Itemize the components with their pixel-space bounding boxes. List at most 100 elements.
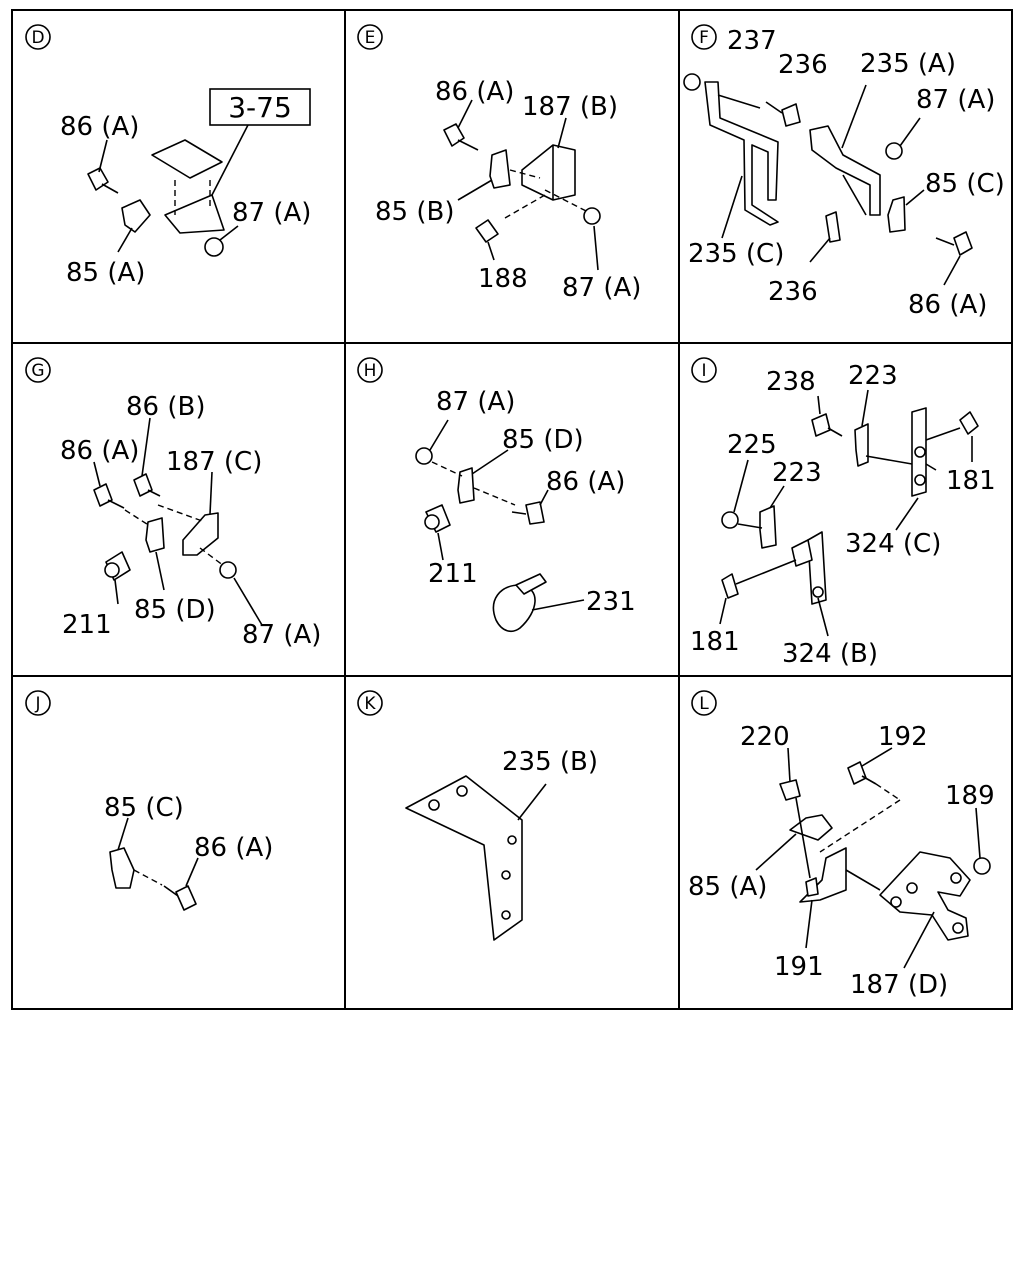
bolt-icon (175, 885, 197, 911)
label: 87 (A) (916, 85, 995, 115)
angle-bracket (182, 512, 219, 556)
panel-d-letter-circle (25, 24, 51, 50)
nut-icon (219, 561, 237, 579)
label: 87 (A) (562, 273, 641, 303)
label: 86 (A) (908, 290, 987, 320)
label: 87 (A) (242, 620, 321, 650)
clip-icon (145, 517, 165, 553)
bracket (151, 139, 223, 179)
clip-icon (887, 196, 906, 233)
label: 86 (A) (60, 112, 139, 142)
label: 87 (A) (232, 198, 311, 228)
angle-bracket (405, 775, 523, 941)
label: 187 (B) (522, 92, 618, 122)
label: 85 (D) (134, 595, 216, 625)
label: 187 (D) (850, 970, 948, 1000)
nut-icon (204, 237, 224, 257)
clip-icon (109, 847, 135, 889)
label: 181 (946, 466, 996, 496)
panel-d-ref-box (209, 88, 311, 126)
label: 236 (778, 50, 828, 80)
label: 85 (B) (375, 197, 454, 227)
long-bracket (704, 81, 779, 226)
plate (807, 531, 827, 605)
label: 187 (C) (166, 447, 262, 477)
label: 86 (A) (435, 77, 514, 107)
panel-g: G 86 (B) 86 (A) 187 (C) 211 85 (D) 87 (A… (25, 357, 321, 650)
nut-icon (885, 142, 903, 160)
panel-f: F 237 236 235 (A) 87 (A) 85 (C) 235 (C) … (683, 24, 1005, 320)
label: 211 (428, 559, 478, 589)
panel-j-letter: J (34, 694, 40, 714)
panel-i-letter: I (701, 361, 706, 381)
panel-d-ref-text: 3-75 (228, 91, 292, 124)
panel-l: L 220 192 189 85 (A) 191 187 (D) (688, 690, 995, 1000)
nut-icon (973, 857, 991, 875)
label: 236 (768, 277, 818, 307)
nut-icon (415, 447, 433, 465)
label: 191 (774, 952, 824, 982)
label: 223 (848, 361, 898, 391)
clip-icon (789, 814, 833, 841)
bolt-icon (525, 501, 545, 525)
panel-k-letter: K (364, 694, 376, 714)
label: 85 (A) (688, 872, 767, 902)
panel-f-letter: F (699, 28, 709, 48)
panel-g-letter: G (31, 361, 44, 381)
label: 85 (C) (925, 169, 1005, 199)
panel-e-letter: E (365, 28, 376, 48)
grid-frame (11, 9, 1013, 1010)
label: 220 (740, 722, 790, 752)
label: 181 (690, 627, 740, 657)
clip-icon (854, 423, 869, 467)
nut-icon (583, 207, 601, 225)
label: 237 (727, 26, 777, 56)
clip-icon (759, 505, 777, 549)
panel-i: I 238 223 181 (690, 357, 996, 669)
bolt-icon (811, 413, 831, 437)
panel-j: J 85 (C) 86 (A) (25, 690, 273, 911)
label: 235 (A) (860, 49, 956, 79)
bolt-icon (721, 573, 739, 599)
panel-d-letter: D (31, 28, 44, 48)
label: 223 (772, 458, 822, 488)
bracket-lower (164, 194, 225, 234)
bolt-icon (475, 219, 499, 243)
label: 192 (878, 722, 928, 752)
nut-icon (779, 779, 801, 801)
bolt-icon (443, 123, 465, 147)
label: 189 (945, 781, 995, 811)
bolt-icon (805, 877, 819, 897)
clip-icon (121, 199, 151, 233)
label: 225 (727, 430, 777, 460)
label: 324 (C) (845, 529, 941, 559)
label: 211 (62, 610, 112, 640)
clamp-icon (492, 584, 536, 633)
label: 238 (766, 367, 816, 397)
clip-icon (489, 149, 511, 189)
bolt-icon (953, 231, 973, 256)
nut-icon (683, 73, 701, 91)
bolt-icon (825, 211, 841, 243)
panel-h: H 87 (A) 85 (D) 86 (A) 211 231 (357, 357, 636, 633)
bolt-icon (781, 103, 801, 127)
panel-l-letter: L (699, 694, 709, 714)
label: 85 (C) (104, 793, 184, 823)
label: 188 (478, 264, 528, 294)
panel-k: K 235 (B) (357, 690, 598, 941)
label: 324 (B) (782, 639, 878, 669)
label: 86 (B) (126, 392, 205, 422)
bolt-icon (93, 483, 113, 507)
bolt-icon (133, 473, 153, 497)
bolt-icon (959, 411, 979, 435)
bracket (799, 847, 847, 903)
label: 231 (586, 587, 636, 617)
bracket (809, 125, 881, 216)
label: 235 (C) (688, 239, 784, 269)
panel-e: E 86 (A) 187 (B) 85 (B) 188 87 (A) (357, 24, 641, 303)
label: 235 (B) (502, 747, 598, 777)
label: 86 (A) (60, 436, 139, 466)
bolt-icon (87, 167, 109, 191)
label: 85 (A) (66, 258, 145, 288)
